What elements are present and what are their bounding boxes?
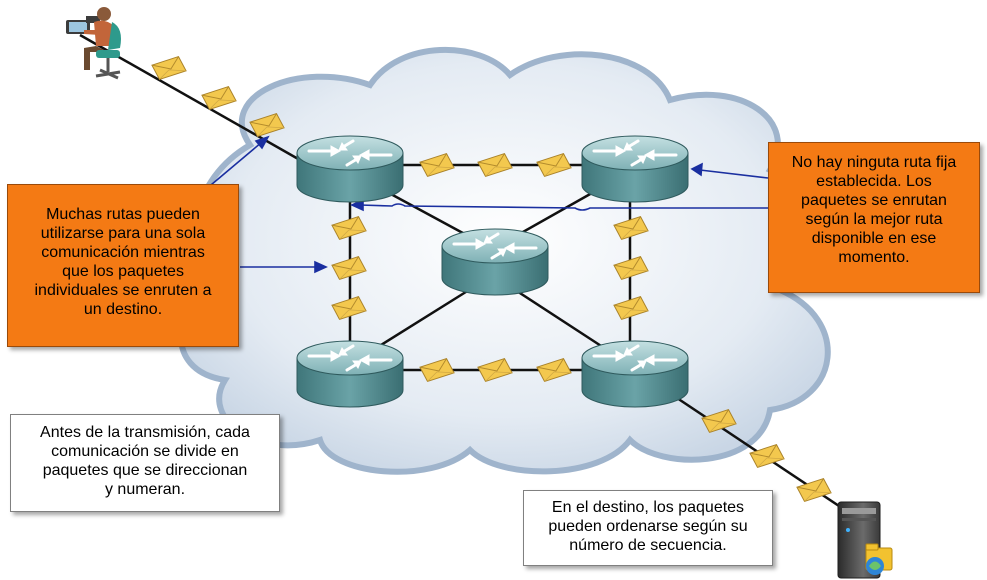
callout-before-transmission: Antes de la transmisión, cada comunicaci… [10,414,280,512]
callout-line: individuales se enruten a [34,282,212,299]
router-icon-top-right [580,135,690,204]
person-at-computer-icon [66,7,121,80]
router-icon-bottom-right [580,340,690,409]
envelope-icon [151,56,187,80]
callout-line: paquetes que se direccionan [42,462,248,479]
callout-line: establecida. Los [816,173,932,190]
pointer-arrows [204,135,769,274]
callout-line: disponible en ese [811,230,937,247]
callout-line: que los paquetes [62,263,184,280]
callout-at-destination: En el destino, los paquetes pueden orden… [523,490,773,566]
router-icon-top-left [295,135,405,204]
callout-line: pueden ordenarse según su [548,518,748,535]
callout-line: Muchas rutas pueden [46,206,200,223]
router-icon-bottom-left [295,340,405,409]
envelope-icon [749,444,785,468]
callout-no-fixed-route: No hay ninguta ruta fija establecida. Lo… [768,142,980,293]
callout-line: y numeran. [104,481,186,498]
callout-line: Antes de la transmisión, cada [40,424,250,441]
callout-line: momento. [838,249,910,266]
callout-line: comunicación mientras [41,244,205,261]
callout-line: utilizarse para una sola [40,225,206,242]
callout-line: comunicación se divide en [51,443,239,460]
callout-line: En el destino, los paquetes [551,499,745,516]
callout-line: número de secuencia. [569,537,727,554]
callout-line: según la mejor ruta [805,211,943,228]
callout-line: un destino. [83,301,163,318]
callout-line: paquetes se enrutan [801,192,947,209]
callout-multiple-routes: Muchas rutas pueden utilizarse para una … [7,184,239,347]
router-icon-center [440,228,550,297]
server-icon [837,501,893,579]
callout-line: No hay ninguta ruta fija [791,154,957,171]
